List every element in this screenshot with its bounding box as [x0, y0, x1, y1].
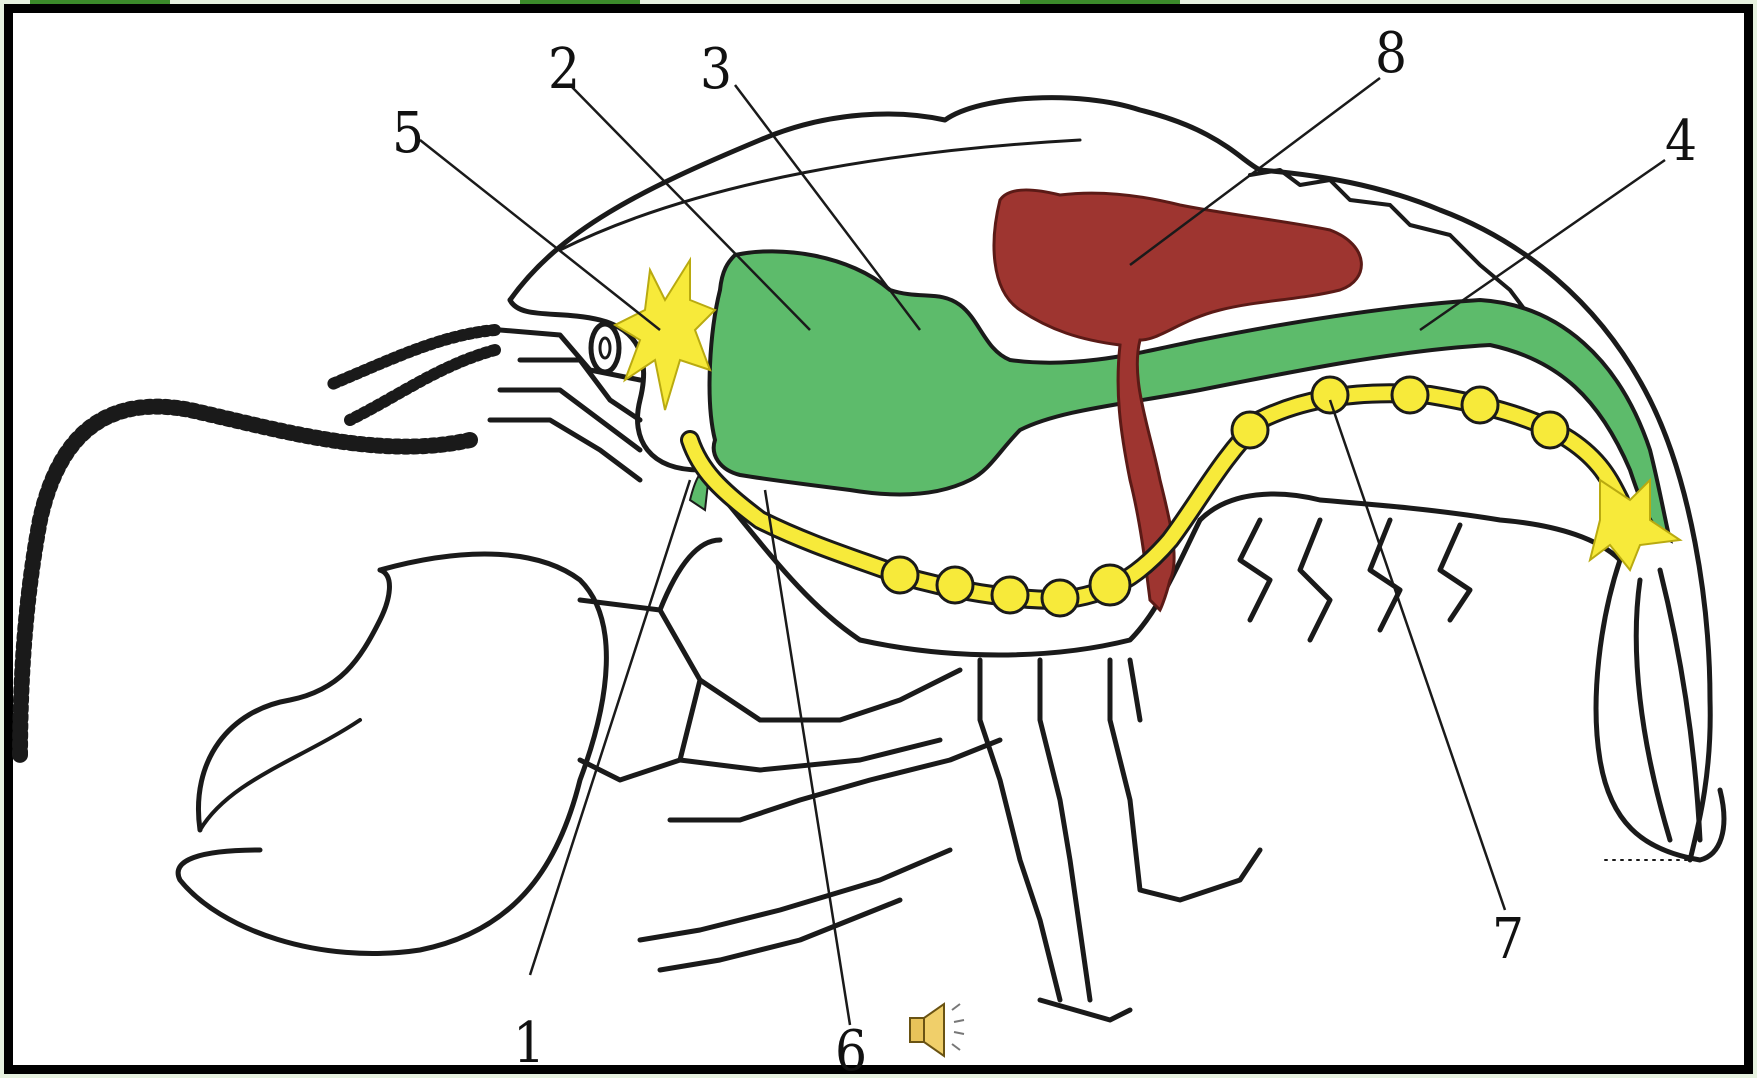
label-2: 2	[548, 37, 580, 102]
label-7: 7	[1492, 907, 1524, 972]
label-4: 4	[1665, 109, 1697, 174]
label-5: 5	[392, 101, 424, 166]
speaker-icon[interactable]	[910, 1004, 964, 1056]
label-3: 3	[700, 37, 732, 102]
label-8: 8	[1375, 21, 1407, 86]
label-1: 1	[513, 1011, 545, 1076]
label-6: 6	[835, 1019, 867, 1078]
